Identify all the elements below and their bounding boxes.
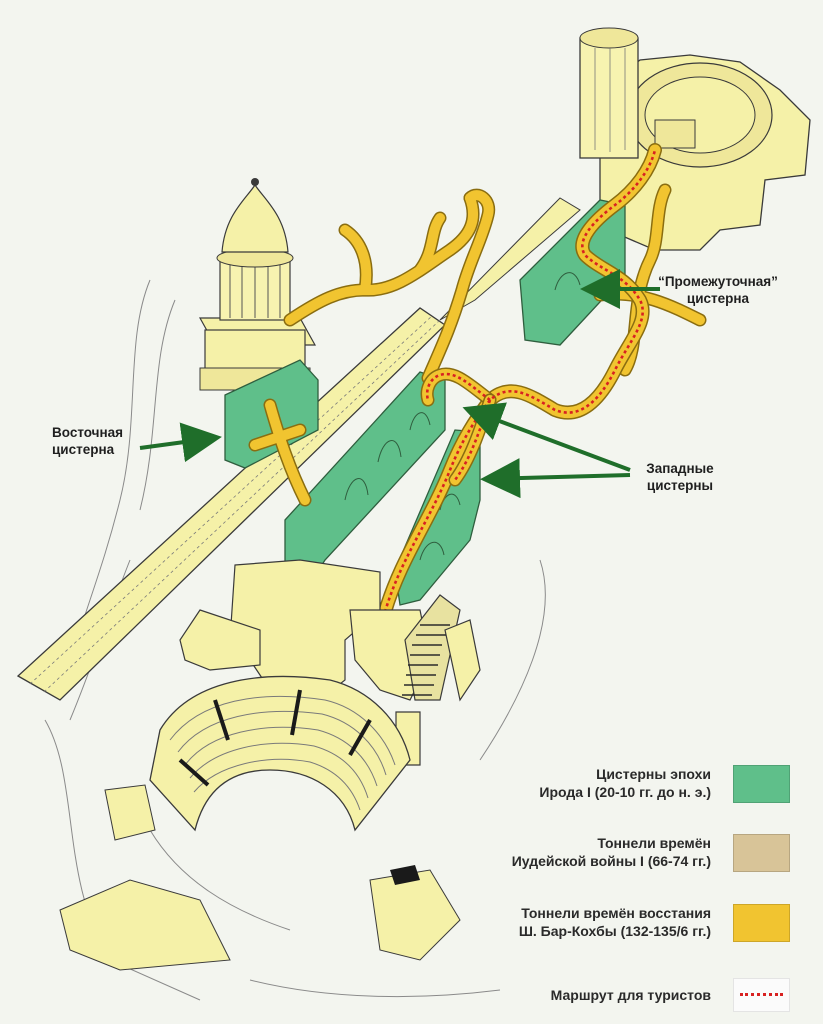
tourist-route [383,149,657,613]
east-cistern-label-line2: цистерна [52,442,115,457]
legend-herod-cisterns-line1: Цистерны эпохи [596,766,711,782]
arrow-east-cistern [139,422,222,463]
east-cistern-label: Восточная цистерна [52,424,123,458]
legend-herod-cisterns-text: Цистерны эпохи Ирода I (20-10 гг. до н. … [539,765,711,801]
callout-arrows [139,269,660,499]
arrow-western-cistern-2 [480,458,631,499]
western-cisterns-label-line2: цистерны [646,478,714,493]
lower-structures [179,559,481,766]
legend-herod-cisterns-line2: Ирода I (20-10 гг. до н. э.) [539,784,711,800]
legend-jewish-war-text: Тоннели времён Иудейской войны I (66-74 … [512,834,711,870]
western-cisterns-label-line1: Западные [646,461,714,476]
legend-jewish-war-line2: Иудейской войны I (66-74 гг.) [511,853,711,869]
intermediate-cistern-label-line2: цистерна [686,291,750,306]
western-cisterns-label: Западные цистерны [632,460,728,494]
legend-bar-kokhba-line1: Тоннели времён восстания [521,905,711,921]
legend-tourist-route-text: Маршрут для туристов [551,986,711,1004]
fortress [579,27,811,251]
legend-jewish-war-swatch [733,834,790,872]
legend-bar-kokhba-text: Тоннели времён восстания Ш. Бар-Кохбы (1… [519,904,711,940]
east-cistern-label-line1: Восточная [52,425,124,440]
legend-herod-cisterns-swatch [733,765,790,803]
legend-jewish-war-line1: Тоннели времён [597,835,711,851]
legend-bar-kokhba-line2: Ш. Бар-Кохбы (132-135/6 гг.) [518,923,711,939]
arrow-western-cistern-1 [462,402,631,472]
staircase [402,624,450,696]
cisterns [224,199,626,606]
intermediate-cistern-label-line1: “Промежуточная” [658,274,778,289]
legend-tourist-route-dots [740,993,783,996]
legend-bar-kokhba-swatch [733,904,790,942]
intermediate-cistern-label: “Промежуточная” цистерна [648,273,788,307]
legend-tourist-route-swatch [733,978,790,1012]
amphitheatre [59,675,461,971]
legend-tourist-route-line1: Маршрут для туристов [550,987,711,1003]
tower [198,178,317,391]
